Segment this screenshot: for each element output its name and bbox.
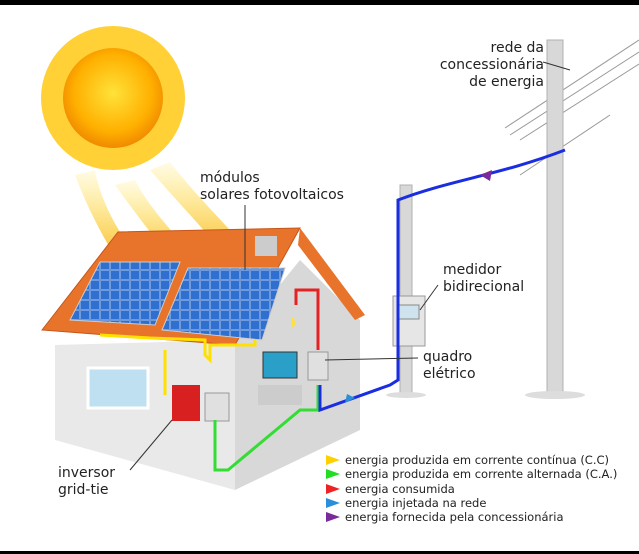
inverter [172,385,200,421]
arrow-icon [326,455,340,466]
arrow-icon [326,498,340,509]
arrow-icon [326,512,340,523]
tv [262,351,298,379]
house-pole [399,184,413,396]
label-line: quadro [423,349,473,365]
label-line: de energia [469,74,544,90]
label-inverter: inversor grid-tie [58,465,115,499]
legend: energia produzida em corrente contínua (… [326,453,617,524]
legend-item: energia consumida [326,482,617,496]
label-solar-modules: módulos solares fotovoltaicos [200,170,344,204]
label-line: elétrico [423,366,476,382]
legend-item: energia produzida em corrente contínua (… [326,453,617,467]
sun-icon [41,26,185,170]
legend-text: energia produzida em corrente alternada … [345,467,618,482]
solar-panel [161,267,286,341]
label-electrical-panel: quadro elétrico [423,349,476,383]
label-line: rede da [490,40,544,56]
label-line: concessionária [439,57,544,73]
label-line: inversor [58,465,116,481]
label-line: bidirecional [443,279,525,295]
label-line: módulos [200,170,260,186]
legend-text: energia injetada na rede [345,495,487,510]
legend-item: energia fornecida pela concessionária [326,510,617,524]
label-line: solares fotovoltaicos [200,187,344,203]
electric-panel-box [204,392,230,422]
bottom-border [0,551,639,554]
house [41,227,365,490]
window [86,366,150,410]
grid-wires [504,39,639,176]
arrow-icon [326,483,340,494]
solar-panel [69,261,181,326]
legend-item: energia injetada na rede [326,496,617,510]
label-bidirectional-meter: medidor bidirecional [443,262,524,296]
legend-item: energia produzida em corrente alternada … [326,467,617,481]
legend-text: energia produzida em corrente contínua (… [345,453,610,467]
legend-text: energia consumida [345,481,455,496]
label-line: medidor [443,262,502,278]
label-line: grid-tie [58,482,109,498]
electrical-panel [307,351,329,381]
top-border [0,0,639,5]
utility-pole [546,39,564,396]
legend-text: energia fornecida pela concessionária [345,510,564,525]
arrow-icon [326,469,340,480]
label-utility-grid: rede da concessionária de energia [420,40,544,91]
